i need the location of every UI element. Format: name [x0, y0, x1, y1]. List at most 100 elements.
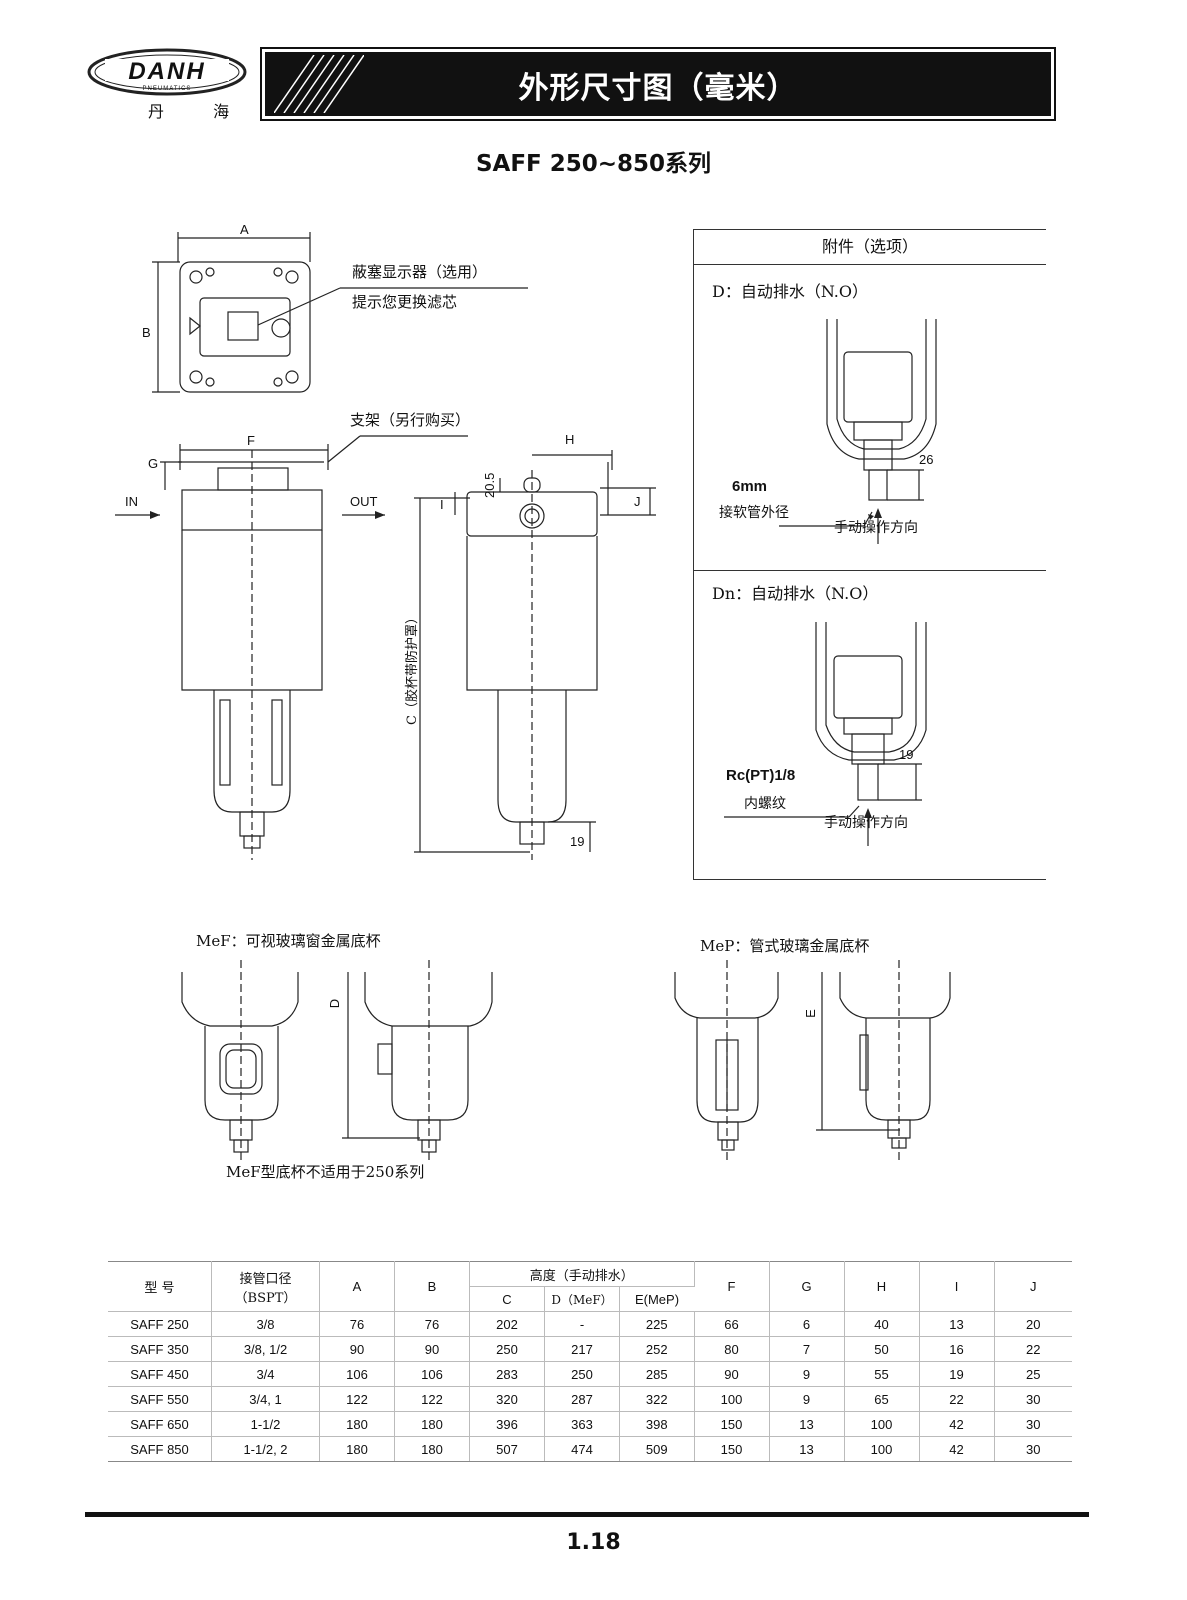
table-cell: 50 [844, 1336, 920, 1362]
col-j: J [994, 1261, 1072, 1312]
table-cell: 106 [319, 1361, 395, 1387]
out-label: OUT [350, 494, 378, 509]
table-cell: SAFF 450 [108, 1361, 212, 1387]
table-cell: 225 [619, 1311, 695, 1337]
table-cell: 6 [769, 1311, 845, 1337]
drain-d-tube: 接软管外径 [719, 505, 789, 521]
table-cell: 396 [469, 1411, 545, 1437]
table-cell: 7 [769, 1336, 845, 1362]
drain-d-manual: 手动操作方向 [834, 520, 918, 536]
col-h: H [844, 1261, 920, 1312]
bowls-drawing [181, 960, 951, 1160]
drain-d-size: 6mm [732, 478, 768, 495]
drain-dn-manual: 手动操作方向 [824, 815, 908, 831]
logo-text: DANH [128, 58, 205, 85]
table-cell: 474 [544, 1436, 620, 1462]
table-cell: 40 [844, 1311, 920, 1337]
table-cell: 3/4, 1 [211, 1386, 320, 1412]
table-cell: 13 [769, 1411, 845, 1437]
table-cell: 100 [844, 1436, 920, 1462]
table-cell: 3/8, 1/2 [211, 1336, 320, 1362]
col-b: B [394, 1261, 470, 1312]
col-g: G [769, 1261, 845, 1312]
drain-d-drawing [779, 319, 937, 544]
dim-f-label: F [247, 433, 255, 448]
drain-dn-dim: 19 [899, 747, 914, 762]
table-cell: 90 [694, 1361, 770, 1387]
table-cell: 100 [694, 1386, 770, 1412]
table-cell: 106 [394, 1361, 470, 1387]
table-cell: 90 [394, 1336, 470, 1362]
table-cell: SAFF 650 [108, 1411, 212, 1437]
top-view-body [179, 261, 311, 393]
table-cell: 25 [994, 1361, 1072, 1387]
svg-text:PNEUMATICS: PNEUMATICS [143, 86, 192, 92]
table-cell: 30 [994, 1436, 1072, 1462]
table-cell: 363 [544, 1411, 620, 1437]
table-cell: 90 [319, 1336, 395, 1362]
table-cell: 122 [394, 1386, 470, 1412]
mep-dim-label: E [802, 1009, 818, 1018]
table-cell: SAFF 250 [108, 1311, 212, 1337]
table-cell: 65 [844, 1386, 920, 1412]
mef-front [181, 972, 299, 1027]
col-c: C [469, 1286, 545, 1312]
page-title: 外形尺寸图（毫米） [518, 71, 798, 106]
page-number: 1.18 [566, 1530, 621, 1555]
drain-dn-title: Dn：自动排水（N.O） [712, 584, 879, 603]
title-bar: 外形尺寸图（毫米） [260, 47, 1056, 121]
dim-c-label: C（胶杯带防护罩） [405, 611, 420, 725]
table-cell: 19 [919, 1361, 995, 1387]
table-cell: 80 [694, 1336, 770, 1362]
spec-table: 型 号 接管口径（BSPT） A B 高度（手动排水） F G H I J C … [108, 1261, 1072, 1462]
dim-19-label: 19 [570, 834, 585, 849]
table-cell: 150 [694, 1436, 770, 1462]
col-i: I [919, 1261, 995, 1312]
accessories-heading: 附件（选项） [694, 230, 1046, 265]
col-model: 型 号 [108, 1261, 212, 1312]
table-cell: 507 [469, 1436, 545, 1462]
table-cell: 150 [694, 1411, 770, 1437]
col-a: A [319, 1261, 395, 1312]
logo-cn: 丹 海 [148, 102, 252, 121]
indicator-note: 提示您更换滤芯 [352, 293, 458, 311]
footer-rule [85, 1512, 1089, 1517]
table-cell: 1-1/2 [211, 1411, 320, 1437]
col-d: D（MeF） [544, 1286, 620, 1312]
table-cell: 42 [919, 1436, 995, 1462]
accessories-panel: 附件（选项） D：自动排水（N.O） 26 6mm 接软管外径 手动操作方向 D… [693, 229, 1046, 880]
table-cell: 13 [769, 1436, 845, 1462]
table-cell: SAFF 550 [108, 1386, 212, 1412]
main-drawing [115, 232, 656, 860]
drain-d-title: D：自动排水（N.O） [712, 282, 869, 301]
table-cell: 287 [544, 1386, 620, 1412]
danh-logo: DANH PNEUMATICS [85, 46, 250, 118]
col-height: 高度（手动排水） [469, 1261, 695, 1287]
col-port: 接管口径（BSPT） [211, 1261, 320, 1312]
table-cell: 217 [544, 1336, 620, 1362]
series-title: SAFF 250~850系列 [475, 151, 712, 177]
table-cell: 180 [319, 1436, 395, 1462]
table-cell: 320 [469, 1386, 545, 1412]
in-label: IN [125, 494, 138, 509]
table-cell: 22 [919, 1386, 995, 1412]
dim-j-label: J [634, 494, 641, 509]
dim-i-label: I [440, 497, 444, 512]
table-cell: 30 [994, 1411, 1072, 1437]
mep-title: MeP：管式玻璃金属底杯 [700, 937, 870, 955]
table-cell: 16 [919, 1336, 995, 1362]
table-cell: 322 [619, 1386, 695, 1412]
table-cell: SAFF 850 [108, 1436, 212, 1462]
table-cell: 3/4 [211, 1361, 320, 1387]
drain-d-dim: 26 [919, 452, 934, 467]
table-cell: 22 [994, 1336, 1072, 1362]
table-cell: 285 [619, 1361, 695, 1387]
table-cell: 9 [769, 1386, 845, 1412]
table-cell: 13 [919, 1311, 995, 1337]
table-cell: 122 [319, 1386, 395, 1412]
